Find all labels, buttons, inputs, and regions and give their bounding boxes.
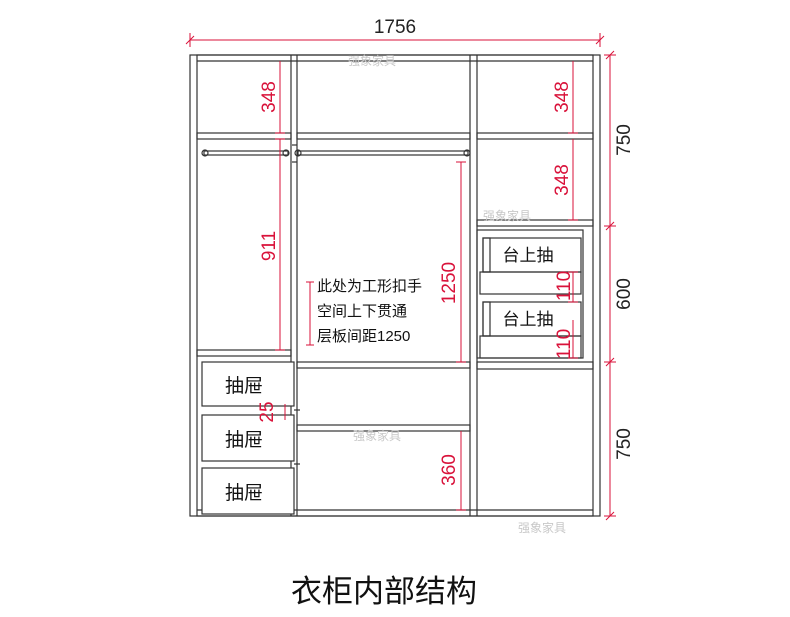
right-drawer-2[interactable]: 台上抽 [482, 301, 582, 337]
middle-dimensions: 1250 360 此处为工形扣手 空间上下贯通 层板间距1250 [306, 161, 466, 511]
outer-right-dimensions: 750 600 750 [604, 50, 635, 521]
left-top-shelf-dim: 348 [259, 81, 280, 113]
note-line-1: 此处为工形扣手 [317, 278, 422, 295]
left-hanging-dim: 911 [259, 231, 280, 261]
watermark: 强象家具 [483, 208, 531, 223]
note-line-2: 空间上下贯通 [317, 303, 407, 320]
left-dimensions: 348 911 25 [257, 61, 286, 423]
width-label: 1756 [374, 17, 416, 38]
right-top-shelf-2-dim: 348 [552, 164, 573, 196]
width-dimension: 1756 [185, 17, 605, 47]
right-column: 台上抽 台上抽 [476, 132, 594, 370]
middle-hanging-dim: 1250 [439, 262, 460, 304]
watermark: 强象家具 [348, 53, 396, 68]
left-drawer-label: 抽屉 [225, 429, 263, 451]
left-drawer-label: 抽屉 [225, 482, 263, 504]
diagram-title: 衣柜内部结构 [291, 574, 477, 609]
right-drawer-label: 台上抽 [503, 310, 554, 329]
drawer-height-1-dim: 110 [554, 271, 575, 301]
left-drawer-2[interactable]: 抽屉 [201, 414, 295, 462]
right-dimensions: 348 348 110 110 [552, 61, 578, 359]
upper-section-dim: 750 [614, 124, 635, 156]
middle-section-dim: 600 [614, 278, 635, 310]
right-drawer-1[interactable]: 台上抽 [482, 237, 582, 273]
right-drawer-label: 台上抽 [503, 246, 554, 265]
left-drawer-3[interactable]: 抽屉 [201, 467, 295, 515]
left-column: 抽屉 抽屉 抽屉 [196, 132, 300, 515]
right-top-shelf-1-dim: 348 [552, 81, 573, 113]
drawer-gap-dim: 25 [257, 401, 278, 422]
middle-column [292, 132, 471, 432]
watermark: 强象家具 [518, 520, 566, 535]
left-drawer-label: 抽屉 [225, 375, 263, 397]
middle-bottom-shelf-dim: 360 [439, 454, 460, 486]
watermark: 强象家具 [353, 428, 401, 443]
drawer-height-2-dim: 110 [554, 329, 575, 359]
note-line-3: 层板间距1250 [317, 327, 410, 345]
lower-section-dim: 750 [614, 428, 635, 460]
left-drawer-1[interactable]: 抽屉 [201, 361, 295, 407]
